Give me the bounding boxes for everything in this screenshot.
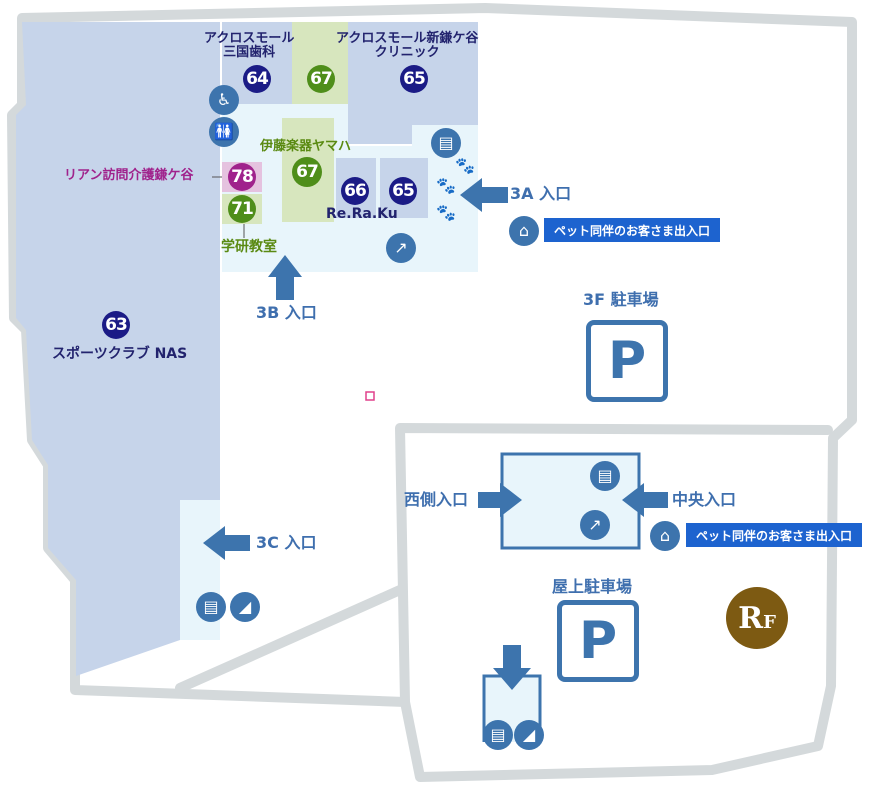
store-63-badge[interactable]: 63 [102,311,130,339]
store-78-name: リアン訪問介護鎌ケ谷 [64,168,194,183]
store-67-top-badge[interactable]: 67 [307,65,335,93]
entrance-west-label: 西側入口 [404,490,469,509]
elevator-icon: ▤ [483,720,513,750]
escalator-icon: ↗ [580,510,610,540]
arrow-rooftop-down [493,645,531,690]
store-63-name: スポーツクラブ NAS [52,346,188,362]
stairs-icon: ◢ [514,720,544,750]
parking-rooftop-label: 屋上駐車場 [552,577,633,596]
elevator-icon: ▤ [431,128,461,158]
arrow-3a [460,178,508,212]
pet-house-icon: ⌂ [509,216,539,246]
store-67-name: 伊藤楽器ヤマハ [260,139,352,154]
store-71-badge[interactable]: 71 [228,195,256,223]
elevator-icon: ▤ [590,461,620,491]
paw-icon: 🐾 [436,203,456,222]
entrance-3a-label: 3A 入口 [510,184,572,203]
store-66-badge[interactable]: 66 [341,177,369,205]
arrow-3b [268,255,302,300]
pet-house-icon: ⌂ [650,521,680,551]
paw-icon: 🐾 [436,176,456,195]
pet-entrance-label-3a: ペット同伴のお客さま出入口 [544,218,721,242]
arrow-west [478,483,522,517]
rooftop-hall [500,452,641,550]
floor-badge-sub: F [763,611,776,633]
store-64-name: アクロスモール三国歯科 [204,31,295,60]
wheelchair-icon: ♿ [209,85,239,115]
parking-3f-sign: P [586,320,668,402]
store-65-top-badge[interactable]: 65 [400,65,428,93]
paw-icon: 🐾 [455,156,475,175]
store-65-top-name: アクロスモール新鎌ケ谷クリニック [336,31,479,60]
arrow-central [622,483,668,517]
entrance-3b-label: 3B 入口 [256,303,317,322]
store-66-name: Re.Ra.Ku [326,206,398,222]
store-78-badge[interactable]: 78 [228,163,256,191]
store-65-badge[interactable]: 65 [389,177,417,205]
parking-3f-label: 3F 駐車場 [583,290,659,309]
arrow-3c [203,526,250,560]
floor-badge-main: R [738,600,764,636]
store-71-name: 学研教室 [221,239,277,255]
stairs-icon: ◢ [230,592,260,622]
store-64-badge[interactable]: 64 [243,65,271,93]
rooftop-edge [175,423,833,707]
entrance-central-label: 中央入口 [672,490,737,509]
elevator-icon: ▤ [196,592,226,622]
escalator-icon: ↗ [386,233,416,263]
store-63-area [16,22,220,676]
parking-rooftop-sign: P [557,600,639,682]
entrance-3c-label: 3C 入口 [256,533,317,552]
restroom-icon: 🚻 [209,117,239,147]
marker-icon [365,391,375,401]
store-67-badge[interactable]: 67 [292,157,322,187]
pet-entrance-label-central: ペット同伴のお客さま出入口 [686,523,863,547]
